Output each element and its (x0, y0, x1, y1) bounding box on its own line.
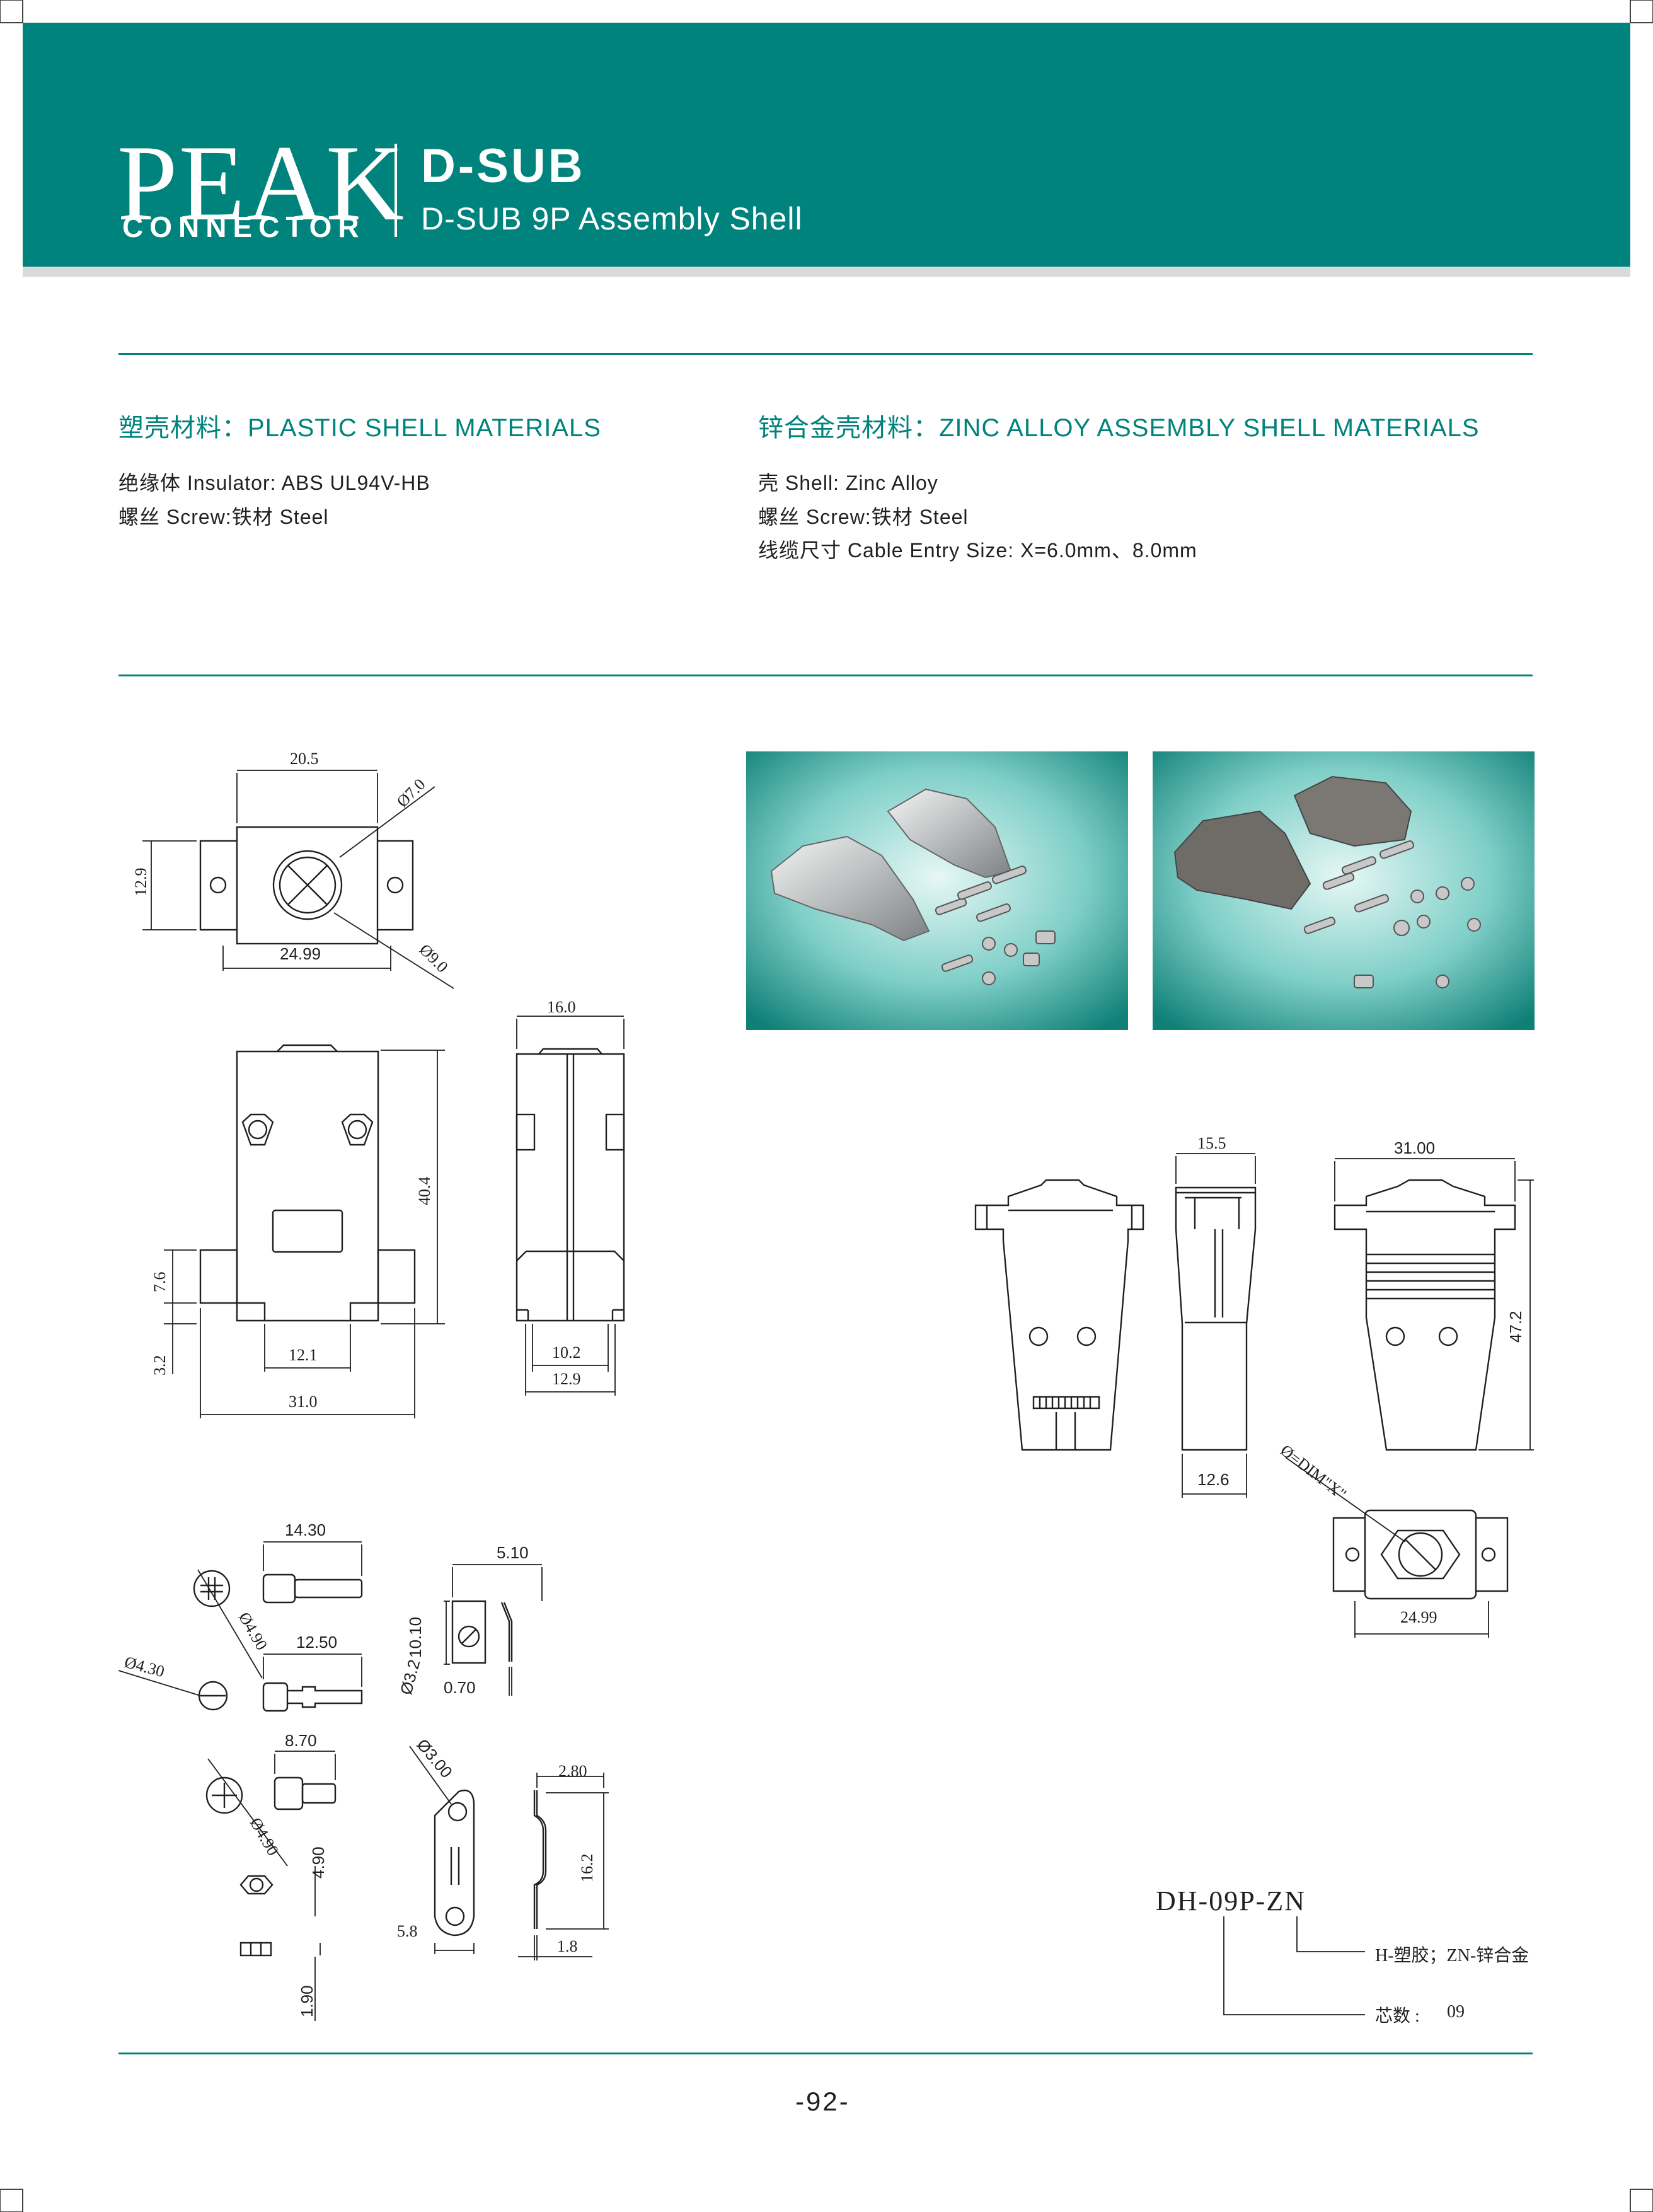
zinc-side-bottom: 12.6 (1197, 1470, 1230, 1489)
part-number-code: DH-09P-ZN (1156, 1885, 1306, 1916)
header-band (23, 23, 1630, 267)
strap-h: 16.2 (578, 1854, 596, 1883)
plastic-front-dia-outer: Ø7.0 (393, 775, 429, 811)
screw-l1: 14.30 (285, 1520, 326, 1539)
clamp-t: 0.70 (444, 1678, 476, 1697)
plastic-side-top: 16.0 (547, 998, 576, 1016)
top-rule (118, 353, 1533, 355)
plastic-body-w-inner: 12.1 (289, 1346, 318, 1364)
bottom-rule (118, 2053, 1533, 2054)
strap-w: 5.8 (397, 1922, 418, 1940)
clamp-drawing (444, 1564, 543, 1696)
header-shadow (23, 267, 1630, 277)
plastic-body-height: 40.4 (415, 1177, 434, 1206)
zinc-front-height: 47.2 (1506, 1311, 1525, 1343)
page-subtitle: D-SUB 9P Assembly Shell (421, 201, 803, 236)
plastic-body-drawing (164, 1044, 445, 1418)
zinc-front-bottom: 24.99 (1400, 1608, 1437, 1626)
page-title: D-SUB (421, 139, 585, 193)
plastic-front-dim-top: 20.5 (290, 750, 319, 768)
screw-d1: Ø4.90 (235, 1609, 271, 1653)
clamp-h: 10.10 (406, 1617, 425, 1658)
plastic-spec-screw: 螺丝 Screw:铁材 Steel (118, 506, 329, 528)
screw-h3: 4.90 (309, 1846, 328, 1879)
zinc-side-top: 15.5 (1197, 1134, 1226, 1152)
zinc-front-drawing (1333, 1158, 1534, 1451)
legend-material: H-塑胶；ZN-锌合金 (1375, 1946, 1529, 1966)
plastic-shell-photo (1153, 751, 1535, 1030)
plastic-body-h2: 3.2 (151, 1355, 169, 1376)
screw-l2: 12.50 (296, 1633, 337, 1652)
zinc-shell-photo (746, 751, 1128, 1030)
legend-pins-value: 09 (1447, 2002, 1465, 2022)
plastic-front-dia-inner: Ø9.0 (416, 941, 452, 976)
plastic-materials-title: 塑壳材料：PLASTIC SHELL MATERIALS (118, 414, 601, 442)
strap-top: 2.80 (558, 1762, 587, 1780)
plastic-side-w1: 10.2 (552, 1343, 581, 1362)
screw-drawings (118, 1541, 363, 2021)
zinc-half-drawing (974, 1179, 1144, 1451)
screw-d3: Ø4.90 (246, 1815, 282, 1859)
zinc-front-top: 31.00 (1394, 1138, 1435, 1157)
zinc-bottom-drawing (1285, 1457, 1509, 1638)
zinc-front-dia: Ø=DIM"X" (1277, 1441, 1350, 1503)
plastic-side-w2: 12.9 (552, 1370, 581, 1388)
mid-rule (118, 675, 1533, 676)
zinc-spec-screw: 螺丝 Screw:铁材 Steel (758, 506, 969, 528)
plastic-side-drawing (515, 1016, 625, 1396)
page-number: -92- (795, 2087, 850, 2116)
plastic-front-dim-side: 12.9 (132, 868, 150, 897)
screw-t3: 1.90 (297, 1985, 316, 2017)
legend-pins-label: 芯数 : (1375, 2006, 1420, 2026)
clamp-w: 5.10 (497, 1543, 529, 1562)
strap-t: 1.8 (557, 1937, 578, 1955)
zinc-materials-title: 锌合金壳材料：ZINC ALLOY ASSEMBLY SHELL MATERIA… (758, 414, 1480, 442)
clamp-d: Ø3.2 (396, 1657, 424, 1696)
zinc-side-drawing (1175, 1153, 1257, 1498)
plastic-front-dim-bottom: 24.99 (280, 944, 321, 963)
zinc-spec-cable: 线缆尺寸 Cable Entry Size: X=6.0mm、8.0mm (758, 539, 1197, 562)
header-divider (395, 144, 397, 237)
zinc-spec-shell: 壳 Shell: Zinc Alloy (758, 472, 938, 494)
plastic-spec-insulator: 绝缘体 Insulator: ABS UL94V-HB (118, 472, 430, 494)
plastic-front-drawing (142, 770, 454, 989)
plastic-body-h1: 7.6 (151, 1272, 169, 1293)
screw-d2: Ø4.30 (122, 1653, 166, 1681)
peak-logo: PEAK CONNECTOR (117, 124, 406, 243)
logo-text: PEAK (117, 124, 406, 243)
strap-drawing (409, 1746, 609, 1960)
part-number-leaders (1223, 1916, 1365, 2015)
logo-subtext: CONNECTOR (122, 211, 366, 243)
screw-l3: 8.70 (285, 1731, 317, 1750)
strap-d: Ø3.00 (413, 1735, 456, 1782)
plastic-body-w-total: 31.0 (289, 1393, 318, 1411)
